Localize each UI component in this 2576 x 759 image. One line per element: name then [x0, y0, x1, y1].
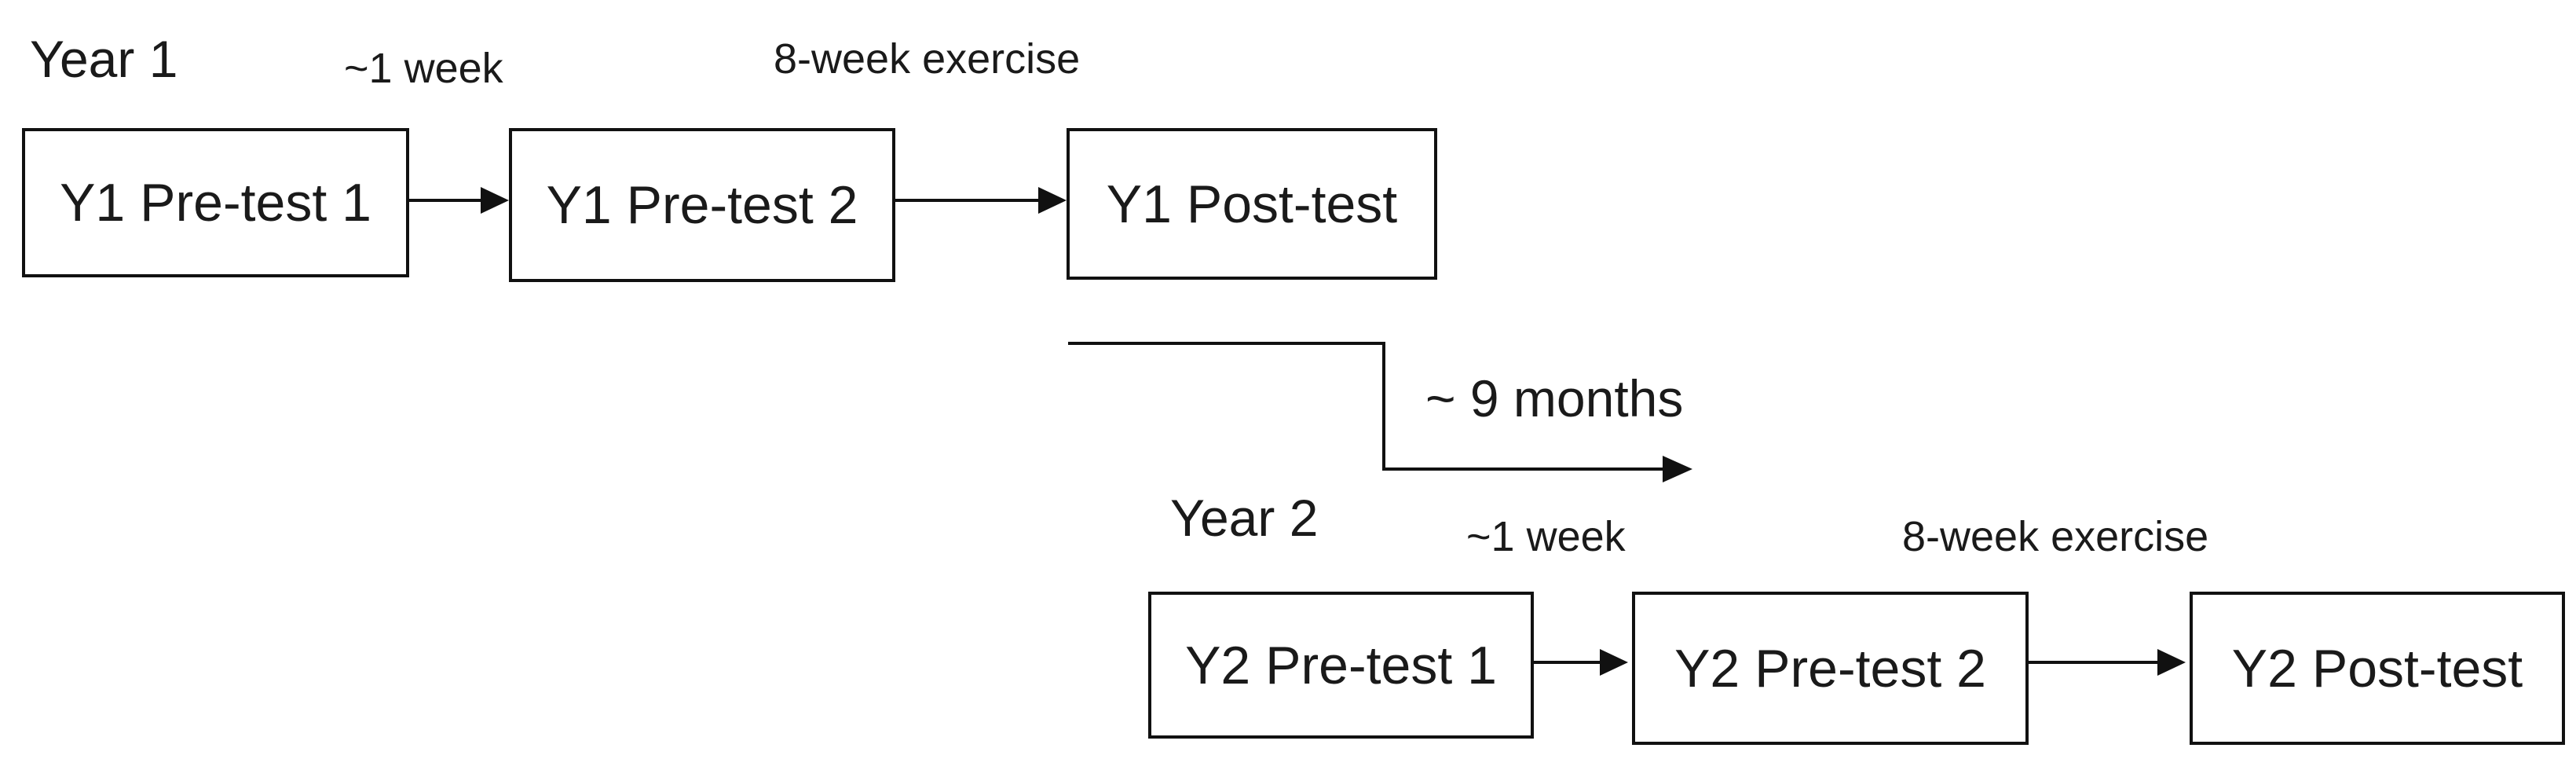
arrow-y2-pretest1-to-pretest2: [1534, 649, 1628, 676]
y2-pretest1-box: Y2 Pre-test 1: [1148, 592, 1534, 739]
year2-interval-8-week-exercise-label: 8-week exercise: [1902, 513, 2209, 560]
y1-pretest2-label: Y1 Pre-test 2: [546, 175, 858, 235]
y1-pretest2-box: Y1 Pre-test 2: [509, 128, 895, 282]
y2-posttest-label: Y2 Post-test: [2231, 638, 2523, 698]
y2-pretest1-label: Y2 Pre-test 1: [1185, 635, 1497, 695]
y1-posttest-label: Y1 Post-test: [1106, 174, 1398, 234]
arrow-year1-to-year2: [1068, 342, 1692, 482]
year2-label: Year 2: [1170, 489, 1319, 547]
year2-interval-1-week-label: ~1 week: [1466, 513, 1626, 560]
arrow-y2-pretest2-to-posttest: [2029, 649, 2186, 676]
year1-interval-8-week-exercise-label: 8-week exercise: [774, 35, 1081, 82]
y1-pretest1-box: Y1 Pre-test 1: [22, 128, 409, 277]
transition-9-months-label: ~ 9 months: [1425, 369, 1684, 427]
y1-pretest1-label: Y1 Pre-test 1: [60, 173, 371, 233]
y1-posttest-box: Y1 Post-test: [1067, 128, 1437, 280]
y2-posttest-box: Y2 Post-test: [2190, 592, 2565, 745]
year1-label: Year 1: [30, 30, 178, 88]
y2-pretest2-box: Y2 Pre-test 2: [1632, 592, 2029, 745]
year1-interval-1-week-label: ~1 week: [344, 45, 503, 92]
arrow-y1-pretest2-to-posttest: [895, 187, 1067, 214]
arrow-y1-pretest1-to-pretest2: [409, 187, 509, 214]
y2-pretest2-label: Y2 Pre-test 2: [1674, 638, 1986, 698]
